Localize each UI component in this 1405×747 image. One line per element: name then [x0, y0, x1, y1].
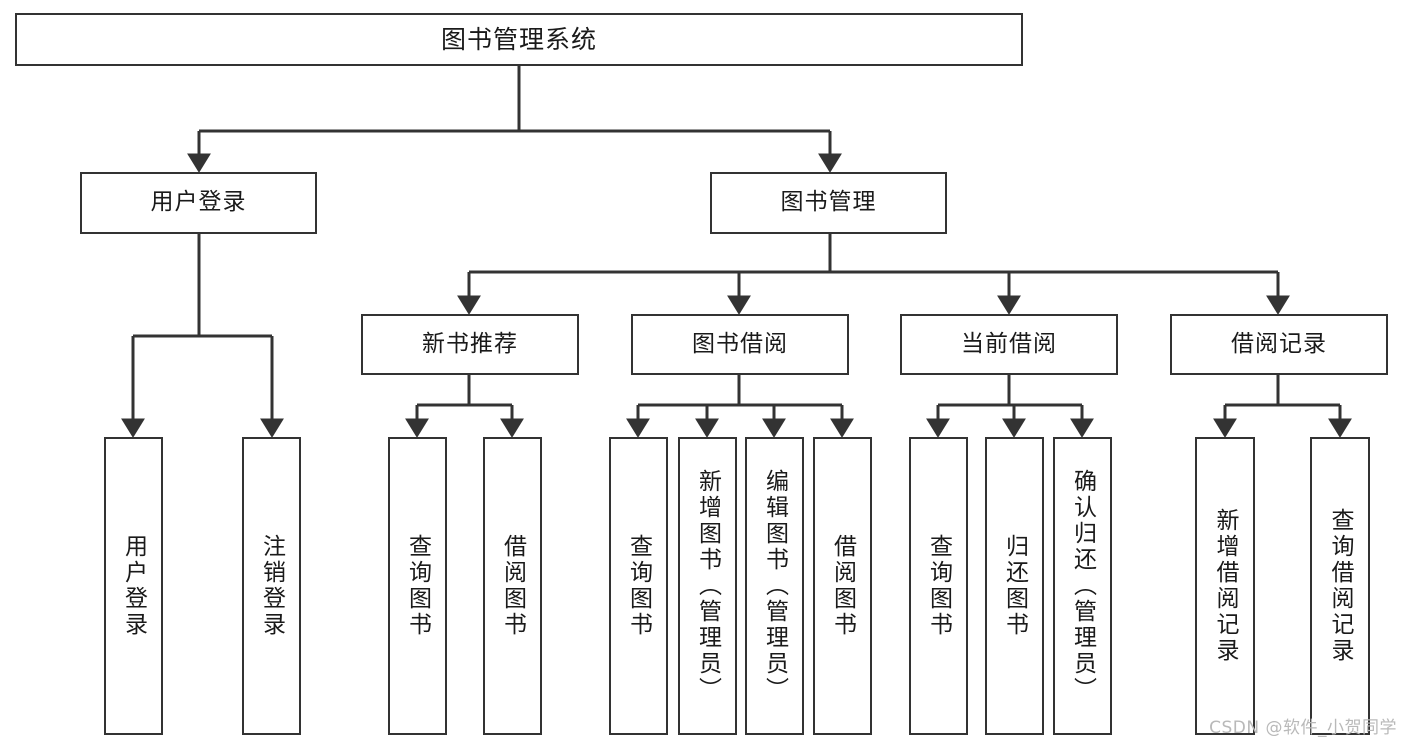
leaf-add-borrow-record[interactable]: 新增借阅记录 [1195, 437, 1255, 735]
csdn-watermark: CSDN @软件_小贺同学 [1209, 718, 1397, 738]
node-borrow-record[interactable]: 借阅记录 [1170, 314, 1388, 375]
node-label: 查询图书 [404, 534, 431, 638]
node-label: 查询借阅记录 [1327, 508, 1354, 664]
leaf-query-book-borrow[interactable]: 查询图书 [609, 437, 668, 735]
node-book-borrow[interactable]: 图书借阅 [631, 314, 849, 375]
leaf-query-book-current[interactable]: 查询图书 [909, 437, 968, 735]
node-label: 查询图书 [625, 534, 652, 638]
leaf-return-book[interactable]: 归还图书 [985, 437, 1044, 735]
node-label: 借阅图书 [829, 534, 856, 638]
node-label: 用户登录 [150, 189, 247, 216]
leaf-logout[interactable]: 注销登录 [242, 437, 301, 735]
node-label: 新增借阅记录 [1212, 508, 1239, 664]
node-label: 借阅记录 [1231, 330, 1327, 357]
node-label: 用户登录 [120, 534, 147, 638]
leaf-add-book-admin[interactable]: 新增图书（管理员） [678, 437, 737, 735]
node-book-management[interactable]: 图书管理 [710, 172, 947, 234]
node-label: 编辑图书（管理员） [761, 469, 788, 703]
node-user-login[interactable]: 用户登录 [80, 172, 317, 234]
node-label: 查询图书 [925, 534, 952, 638]
leaf-edit-book-admin[interactable]: 编辑图书（管理员） [745, 437, 804, 735]
leaf-confirm-return-admin[interactable]: 确认归还（管理员） [1053, 437, 1112, 735]
leaf-query-book-recommend[interactable]: 查询图书 [388, 437, 447, 735]
leaf-query-borrow-record[interactable]: 查询借阅记录 [1310, 437, 1370, 735]
node-label: 图书管理 [780, 189, 877, 216]
node-label: 图书管理系统 [440, 24, 597, 54]
node-label: 新书推荐 [422, 330, 518, 357]
leaf-user-login[interactable]: 用户登录 [104, 437, 163, 735]
node-label: 新增图书（管理员） [694, 469, 721, 703]
node-label: 借阅图书 [499, 534, 526, 638]
node-label: 图书借阅 [692, 330, 788, 357]
node-label: 注销登录 [258, 534, 285, 638]
node-new-book-recommend[interactable]: 新书推荐 [361, 314, 579, 375]
node-current-borrow[interactable]: 当前借阅 [900, 314, 1118, 375]
node-label: 归还图书 [1001, 534, 1028, 638]
leaf-borrow-book[interactable]: 借阅图书 [813, 437, 872, 735]
node-label: 确认归还（管理员） [1069, 469, 1096, 703]
node-root-book-management-system[interactable]: 图书管理系统 [15, 13, 1023, 66]
node-label: 当前借阅 [961, 330, 1057, 357]
leaf-borrow-book-recommend[interactable]: 借阅图书 [483, 437, 542, 735]
